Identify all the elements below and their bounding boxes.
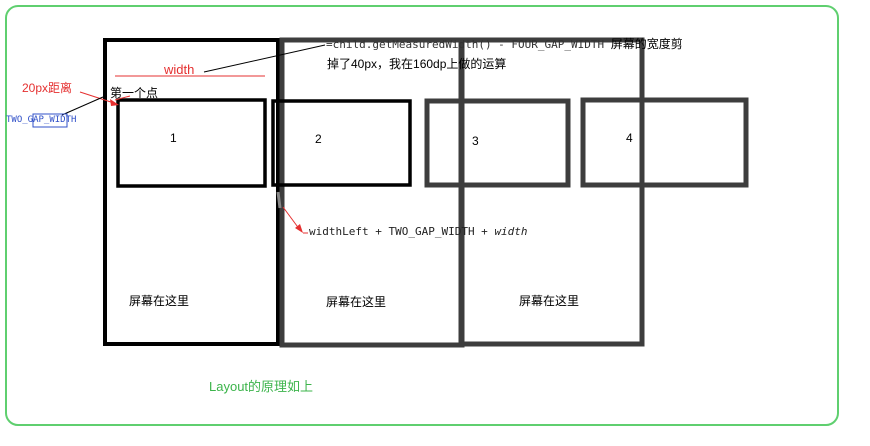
formula-top-code: =child.getMeasuredWidth() - FOUR_GAP_WID… (326, 38, 605, 51)
bottom-arrow-head (295, 224, 303, 233)
caption: Layout的原理如上 (209, 379, 314, 394)
gap-label: 20px距离 (22, 81, 73, 95)
card-label-2: 2 (315, 132, 322, 146)
formula-bottom-prefix: widthLeft + TWO_GAP_WIDTH + (309, 225, 495, 238)
screen-label-2: 屏幕在这里 (326, 295, 387, 309)
formula-top: =child.getMeasuredWidth() - FOUR_GAP_WID… (326, 35, 683, 52)
outer-frame (5, 5, 839, 426)
screen-label-1: 屏幕在这里 (129, 294, 190, 308)
formula-bottom: widthLeft + TWO_GAP_WIDTH + width (309, 225, 528, 238)
first-point-label: 第一个点 (110, 86, 159, 100)
screen-frame-3 (458, 37, 645, 347)
formula-top-suffix: 屏幕的宽度剪 (610, 37, 683, 51)
gap-name-bracket (32, 113, 68, 128)
card-label-1: 1 (170, 131, 177, 145)
card-4-box (580, 97, 749, 188)
formula-bottom-var: width (494, 225, 528, 238)
gap-arrow-head (110, 99, 119, 106)
first-point-line (114, 95, 131, 101)
bottom-arrow-line (282, 206, 301, 231)
width-label: width (164, 62, 195, 77)
card-2-box (271, 99, 412, 187)
card-1-box (116, 98, 267, 188)
card-3-box (424, 98, 571, 188)
overlap-tick (276, 191, 282, 209)
card-label-3: 3 (472, 134, 479, 148)
gap-name-line (61, 96, 104, 116)
screen-label-3: 屏幕在这里 (519, 294, 580, 308)
width-formula-line (203, 44, 326, 73)
card-label-4: 4 (626, 131, 633, 145)
gap-name-label: TWO_GAP_WIDTH (6, 115, 77, 125)
formula-top-line2: 掉了40px，我在160dp上做的运算 (327, 57, 507, 71)
